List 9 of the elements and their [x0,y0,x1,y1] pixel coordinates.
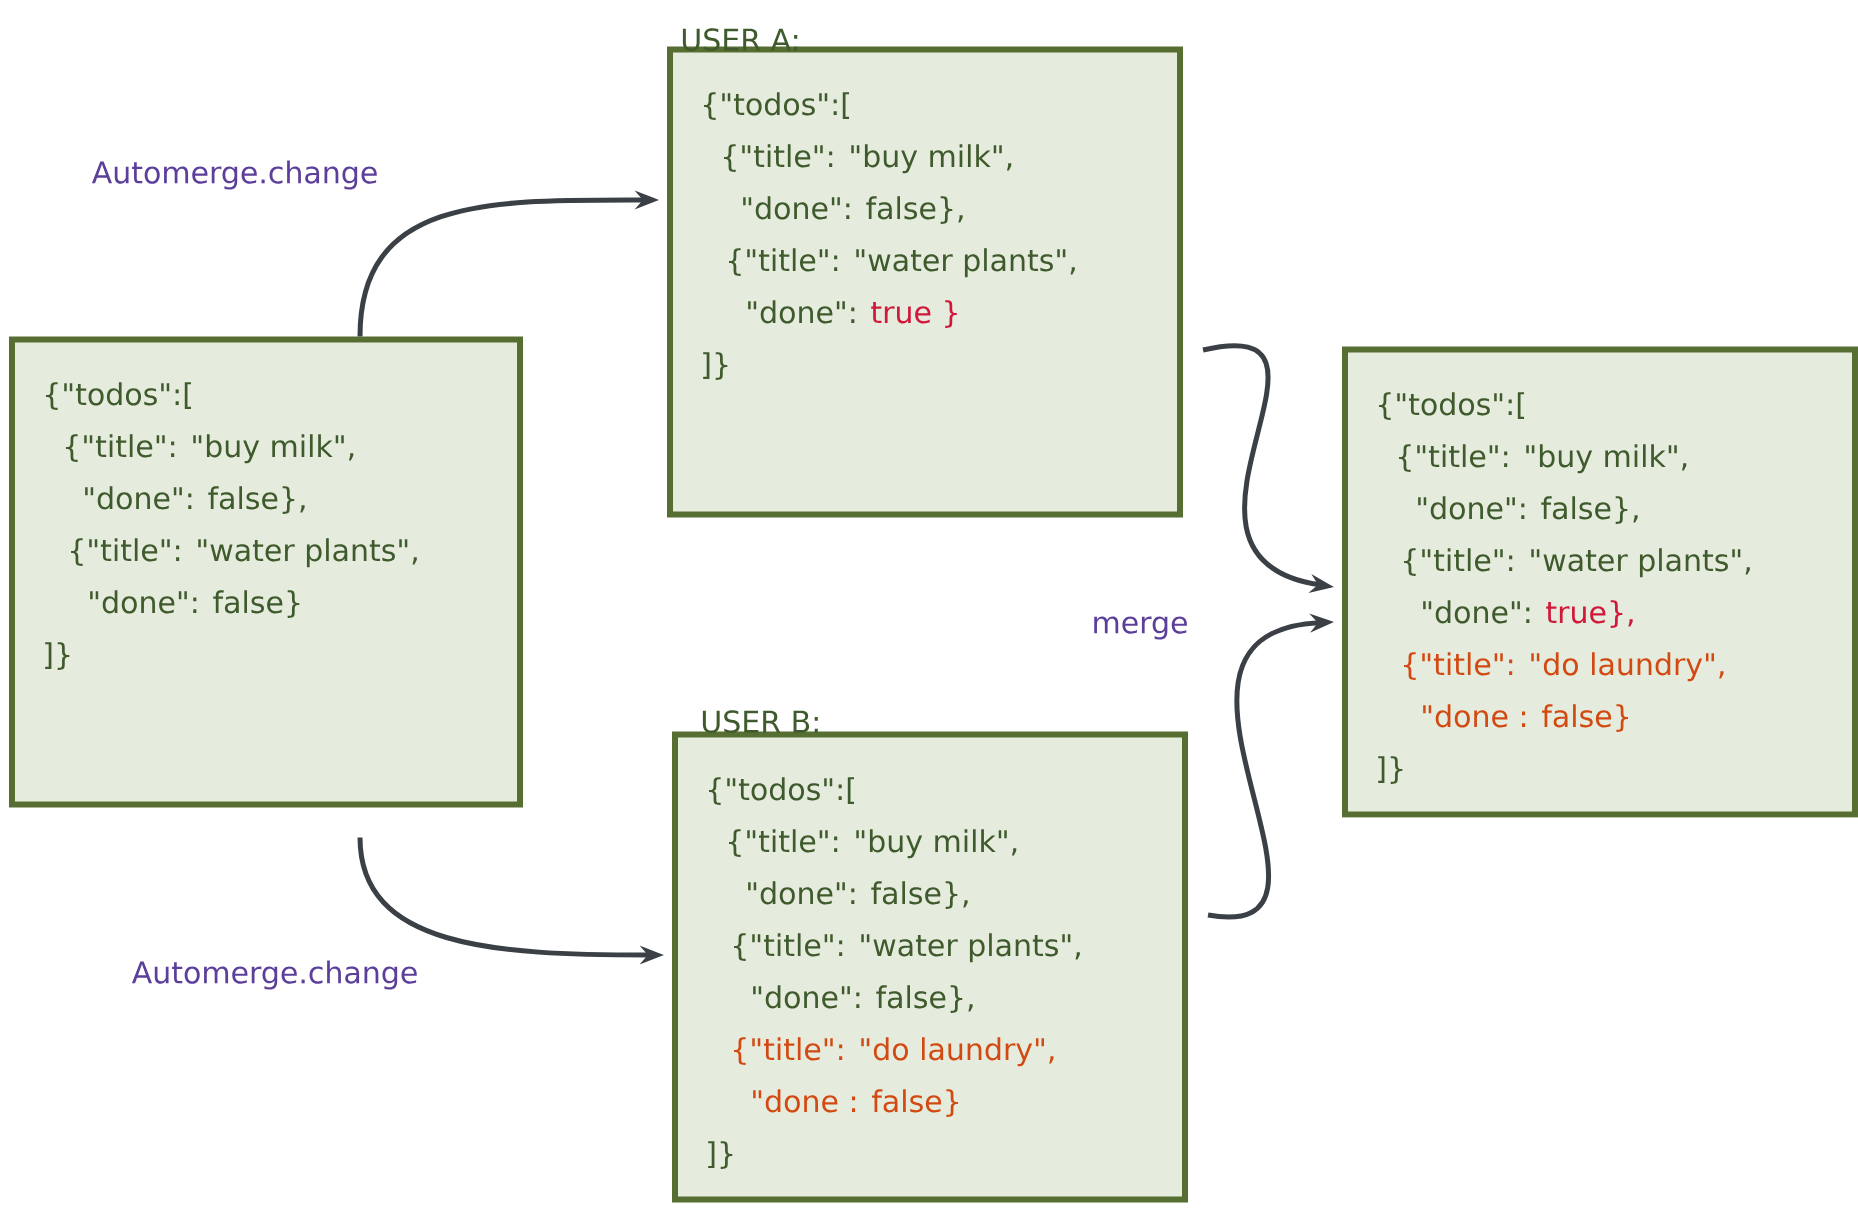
node-label: USER B: [702,710,818,733]
edge-label: Automerge.change [129,957,421,993]
code-box: {"todos":[ {"title": "buy milk", "done": false}, {"title": "water plants", "done": false} ]} [9,336,523,808]
node-label: USER A: [682,28,798,51]
code-box: USER A: {"todos":[ {"title": "buy milk", "done": false}, {"title": "water plants", "done": true } ]} [667,28,1183,518]
code-box: {"todos":[ {"title": "buy milk", "done": false}, {"title": "water plants", "done": true}, {"title": "do laundry", "done : false} ]} [1342,346,1858,818]
code-box: USER B: {"todos":[ {"title": "buy milk", "done": false}, {"title": "water plants", "done": false}, {"title": "do laundry", "done : false} ]} [672,710,1188,1203]
edge-label: merge [1088,613,1192,643]
edge-label: Automerge.change [89,157,381,193]
